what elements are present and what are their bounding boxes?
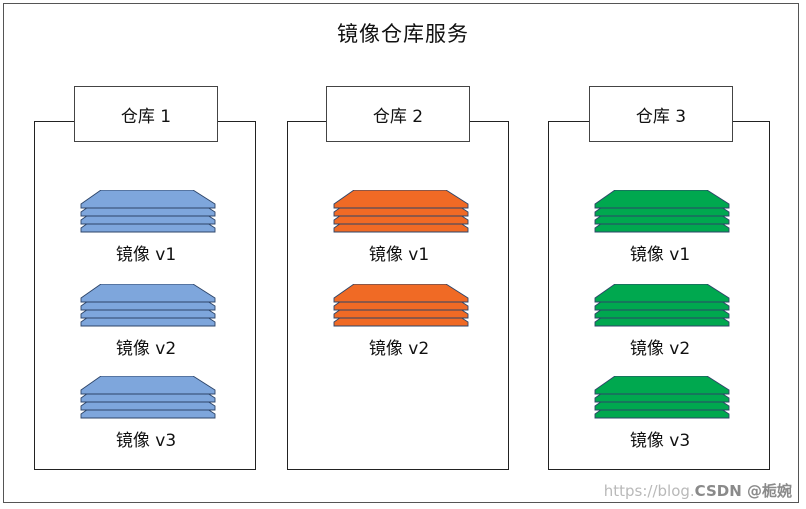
image-label: 镜像 v2 [115,339,177,359]
image-layer [80,190,216,209]
image-stack-icon [593,284,733,328]
image-layer [333,284,469,303]
image-layer [80,376,216,395]
repo-1-label: 仓库 1 [74,86,218,142]
image-stack-icon [79,190,219,234]
image-stack-icon [79,376,219,420]
watermark: https://blog.CSDN @栀婉 [604,480,792,501]
image-label: 镜像 v2 [368,339,430,359]
image-label: 镜像 v3 [115,431,177,451]
image-label: 镜像 v1 [368,245,430,265]
watermark-url: https://blog. [603,482,695,500]
image-stack-icon [332,284,472,328]
repo-3-box: 镜像 v1 镜像 v2 镜像 v3 [548,121,770,470]
watermark-brand: CSDN @栀婉 [694,482,792,500]
image-label: 镜像 v3 [629,431,691,451]
image-layer [594,376,730,395]
image-layer [333,190,469,209]
image-layer [594,190,730,209]
image-label: 镜像 v1 [629,245,691,265]
image-layer [594,284,730,303]
image-layer [80,284,216,303]
image-stack-icon [593,376,733,420]
repo-1-box: 镜像 v1 镜像 v2 镜像 v3 [34,121,256,470]
repo-2-box: 镜像 v1 镜像 v2 [287,121,509,470]
image-stack-icon [593,190,733,234]
repo-3-label: 仓库 3 [589,86,733,142]
image-stack-icon [79,284,219,328]
image-label: 镜像 v2 [629,339,691,359]
repo-2-label: 仓库 2 [326,86,470,142]
diagram-title: 镜像仓库服务 [337,22,469,46]
image-label: 镜像 v1 [115,245,177,265]
image-stack-icon [332,190,472,234]
